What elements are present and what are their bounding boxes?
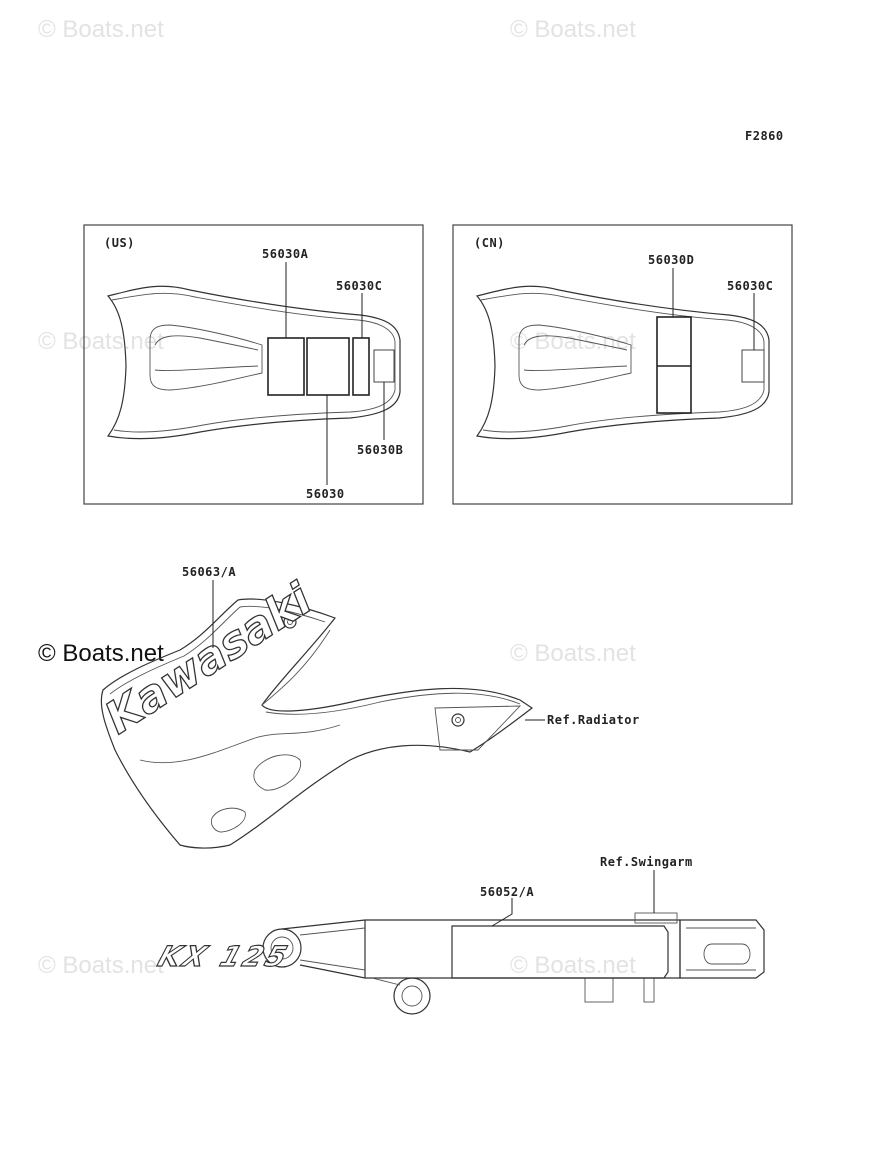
label-56030: 56030 xyxy=(306,487,345,501)
watermark-lower-right: © Boats.net xyxy=(510,640,636,667)
panel-cn-region: (CN) xyxy=(474,236,505,250)
watermark-bottom-right: © Boats.net xyxy=(510,952,636,979)
label-ref-swingarm: Ref.Swingarm xyxy=(600,855,693,869)
decal-56030b xyxy=(373,349,395,383)
figure-code: F2860 xyxy=(745,129,784,143)
swingarm: KX 125 56052/A Ref.Swingarm xyxy=(153,855,765,1015)
decal-56030a xyxy=(267,337,305,396)
decal-56030c-cn xyxy=(741,349,765,383)
label-56030c-cn: 56030C xyxy=(727,279,773,293)
decal-56030c-us xyxy=(352,337,370,396)
label-56052a: 56052/A xyxy=(480,885,534,899)
label-ref-radiator: Ref.Radiator xyxy=(547,713,640,727)
panel-us: (US) 56030A 56030C 56030B 56030 xyxy=(83,224,424,505)
watermark-top-left: © Boats.net xyxy=(38,16,164,43)
kawasaki-decal-text: Kawasaki xyxy=(96,573,321,744)
rear-fender-cn xyxy=(475,285,770,440)
watermark-mid-right: © Boats.net xyxy=(510,328,636,355)
decal-56030 xyxy=(306,337,350,396)
label-56030a: 56030A xyxy=(262,247,309,261)
watermark-top-right: © Boats.net xyxy=(510,16,636,43)
label-56030c-us: 56030C xyxy=(336,279,382,293)
label-56063a: 56063/A xyxy=(182,565,236,579)
panel-cn-frame xyxy=(452,224,793,505)
label-56030b: 56030B xyxy=(357,443,403,457)
radiator-shroud: Kawasaki 56063/A Ref.Radiator xyxy=(96,565,640,849)
watermark-bottom-left: © Boats.net xyxy=(38,952,164,979)
watermark-mid-left: © Boats.net xyxy=(38,328,164,355)
panel-us-frame xyxy=(83,224,424,505)
panel-us-region: (US) xyxy=(104,236,135,250)
label-56030d: 56030D xyxy=(648,253,694,267)
panel-cn: (CN) 56030D 56030C xyxy=(452,224,793,505)
watermark-strong: © Boats.net xyxy=(38,640,164,667)
kx125-decal-text: KX 125 xyxy=(154,940,294,973)
rear-fender-us xyxy=(106,285,401,440)
decal-56030d xyxy=(656,316,692,414)
